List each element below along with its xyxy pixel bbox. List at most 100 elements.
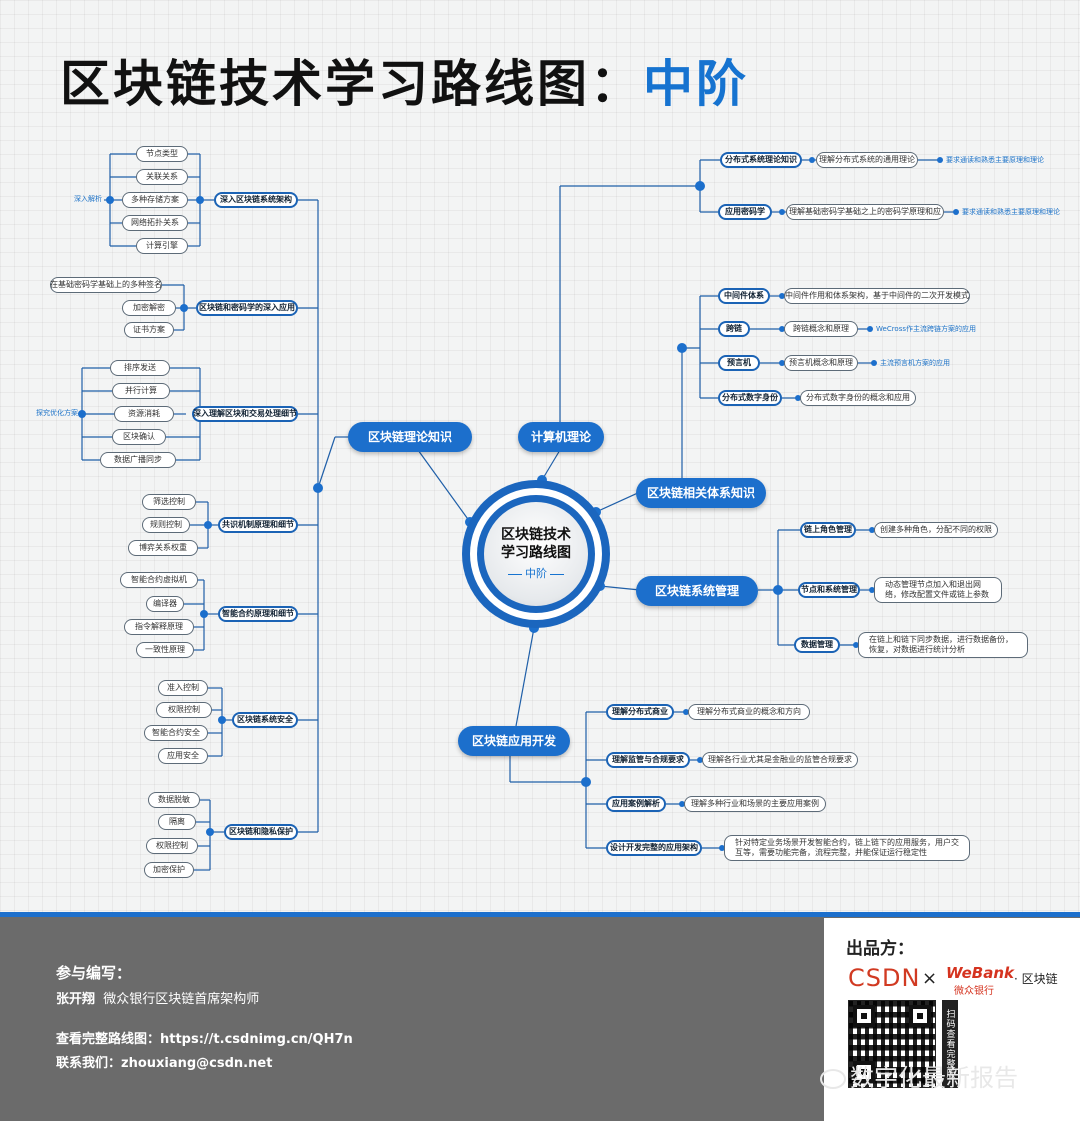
leaf-certificate[interactable]: 证书方案: [124, 322, 174, 338]
sub-node-block-transaction[interactable]: 深入理解区块和交易处理细节: [192, 406, 298, 422]
sub-node-digital-identity[interactable]: 分布式数字身份: [718, 390, 782, 406]
note-cross-chain: WeCross作主流跨链方案的应用: [876, 325, 977, 333]
sub-node-cross-chain[interactable]: 跨链: [718, 321, 750, 337]
sub-node-privacy[interactable]: 区块链和隐私保护: [224, 824, 298, 840]
sub-node-role-management[interactable]: 链上角色管理: [800, 522, 856, 538]
leaf-contract-vm[interactable]: 智能合约虚拟机: [120, 572, 198, 588]
main-node-related-systems[interactable]: 区块链相关体系知识: [636, 478, 766, 508]
leaf-filter-control[interactable]: 筛选控制: [142, 494, 196, 510]
center-ring-inner: 区块链技术 学习路线图 中阶: [477, 495, 595, 613]
center-hub: 区块链技术 学习路线图 中阶: [462, 480, 610, 628]
leaf-applied-crypto[interactable]: 理解基础密码学基础之上的密码学原理和应: [786, 204, 944, 220]
leaf-instruction[interactable]: 指令解释原理: [124, 619, 194, 635]
author-line: 张开翔 微众银行区块链首席架构师: [56, 988, 259, 1007]
leaf-parallel[interactable]: 并行计算: [112, 383, 170, 399]
sub-node-oracle[interactable]: 预言机: [718, 355, 760, 371]
full-map-link[interactable]: 查看完整路线图：https://t.csdnimg.cn/QH7n: [56, 1032, 353, 1047]
leaf-block-confirm[interactable]: 区块确认: [112, 429, 166, 445]
leaf-node-types[interactable]: 节点类型: [136, 146, 188, 162]
csdn-logo: CSDN: [848, 964, 921, 992]
author-title: 微众银行区块链首席架构师: [103, 992, 260, 1007]
sub-node-system-architecture[interactable]: 深入区块链系统架构: [214, 192, 298, 208]
leaf-resource[interactable]: 资源消耗: [114, 406, 174, 422]
leaf-rule-control[interactable]: 规则控制: [142, 517, 190, 533]
webank-logo: WeBank: [946, 964, 1014, 982]
leaf-privacy-permission[interactable]: 权限控制: [146, 838, 198, 854]
footer-accent-line: [0, 912, 1080, 917]
sub-node-full-architecture[interactable]: 设计开发完整的应用架构: [606, 840, 702, 856]
note-applied-crypto: 要求通读和熟悉主要原理和理论: [962, 208, 1060, 216]
sub-node-middleware[interactable]: 中间件体系: [718, 288, 770, 304]
note-distributed-theory: 要求通读和熟悉主要原理和理论: [946, 156, 1044, 164]
leaf-storage[interactable]: 多种存储方案: [122, 192, 188, 208]
qr-code-icon[interactable]: [848, 1000, 936, 1088]
scan-label: 扫码查看完整版: [942, 1000, 958, 1088]
leaf-compiler[interactable]: 编译器: [146, 596, 184, 612]
main-node-app-dev[interactable]: 区块链应用开发: [458, 726, 570, 756]
participants-label: 参与编写：: [56, 964, 132, 982]
leaf-compute-engine[interactable]: 计算引擎: [136, 238, 188, 254]
leaf-distributed-business[interactable]: 理解分布式商业的概念和方向: [688, 704, 810, 720]
sub-node-distributed-theory[interactable]: 分布式系统理论知识: [720, 152, 802, 168]
leaf-encryption[interactable]: 加密解密: [122, 300, 176, 316]
leaf-consistency[interactable]: 一致性原理: [136, 642, 194, 658]
leaf-access-control[interactable]: 准入控制: [158, 680, 208, 696]
note-oracle: 主流预言机方案的应用: [880, 359, 950, 367]
blockchain-label: · 区块链: [1014, 972, 1058, 986]
leaf-isolation[interactable]: 隔离: [158, 814, 196, 830]
title-main: 区块链技术学习路线图：: [60, 55, 643, 113]
watermark: 数字化最新报告: [820, 1058, 1018, 1093]
leaf-distributed-theory[interactable]: 理解分布式系统的通用理论: [816, 152, 918, 168]
producer-panel: 出品方： CSDN × WeBank 微众银行 · 区块链 扫码查看完整版: [824, 918, 1080, 1121]
leaf-oracle[interactable]: 预言机概念和原理: [784, 355, 858, 371]
sub-node-cryptography[interactable]: 区块链和密码学的深入应用: [196, 300, 298, 316]
leaf-compliance[interactable]: 理解各行业尤其是金融业的监管合规要求: [702, 752, 858, 768]
note-deep-analysis: 深入解析: [74, 195, 102, 203]
watermark-text: 数字化最新报告: [850, 1064, 1018, 1092]
main-node-computer-theory[interactable]: 计算机理论: [518, 422, 604, 452]
leaf-contract-security[interactable]: 智能合约安全: [144, 725, 208, 741]
leaf-encryption-protect[interactable]: 加密保护: [144, 862, 194, 878]
leaf-app-security[interactable]: 应用安全: [158, 748, 208, 764]
contact-email[interactable]: 联系我们：zhouxiang@csdn.net: [56, 1056, 273, 1071]
leaf-ordering[interactable]: 排序发送: [110, 360, 170, 376]
leaf-relations[interactable]: 关联关系: [136, 169, 188, 185]
note-optimization: 探究优化方案: [36, 409, 78, 417]
wechat-icon: [820, 1069, 846, 1089]
main-node-system-management[interactable]: 区块链系统管理: [636, 576, 758, 606]
sub-node-smart-contract[interactable]: 智能合约原理和细节: [218, 606, 298, 622]
leaf-desensitization[interactable]: 数据脱敏: [148, 792, 200, 808]
title-accent: 中阶: [643, 55, 749, 113]
main-node-theory[interactable]: 区块链理论知识: [348, 422, 472, 452]
leaf-cross-chain[interactable]: 跨链概念和原理: [784, 321, 858, 337]
leaf-full-architecture[interactable]: 针对特定业务场景开发智能合约，链上链下的应用服务，用户交互等，需要功能完备，流程…: [724, 835, 970, 861]
sub-node-case-analysis[interactable]: 应用案例解析: [606, 796, 666, 812]
center-level: 中阶: [505, 565, 567, 581]
leaf-digital-identity[interactable]: 分布式数字身份的概念和应用: [800, 390, 916, 406]
leaf-broadcast[interactable]: 数据广播同步: [100, 452, 176, 468]
sub-node-security[interactable]: 区块链系统安全: [232, 712, 298, 728]
leaf-role-management[interactable]: 创建多种角色，分配不同的权限: [874, 522, 998, 538]
producer-label: 出品方：: [846, 939, 914, 959]
center-core: 区块链技术 学习路线图 中阶: [484, 502, 588, 606]
sub-node-applied-crypto[interactable]: 应用密码学: [718, 204, 772, 220]
author-name: 张开翔: [56, 992, 96, 1007]
sub-node-node-management[interactable]: 节点和系统管理: [798, 582, 860, 598]
leaf-network-topology[interactable]: 网络拓扑关系: [122, 215, 188, 231]
page-title: 区块链技术学习路线图：中阶: [60, 44, 749, 116]
leaf-data-management[interactable]: 在链上和链下同步数据，进行数据备份，恢复，对数据进行统计分析: [858, 632, 1028, 658]
sub-node-consensus[interactable]: 共识机制原理和细节: [218, 517, 298, 533]
leaf-case-analysis[interactable]: 理解多种行业和场景的主要应用案例: [684, 796, 826, 812]
sub-node-data-management[interactable]: 数据管理: [794, 637, 840, 653]
times-symbol: ×: [922, 968, 938, 989]
center-ring-outer: 区块链技术 学习路线图 中阶: [470, 488, 602, 620]
leaf-multi-signature[interactable]: 在基础密码学基础上的多种签名: [50, 277, 162, 293]
leaf-middleware[interactable]: 中间件作用和体系架构，基于中间件的二次开发模式: [784, 288, 970, 304]
leaf-game-weight[interactable]: 博弈关系权重: [128, 540, 198, 556]
leaf-node-management[interactable]: 动态管理节点加入和退出网络，修改配置文件或链上参数: [874, 577, 1002, 603]
sub-node-compliance[interactable]: 理解监管与合规要求: [606, 752, 690, 768]
center-title-line1: 区块链技术: [501, 527, 571, 543]
leaf-permission-control[interactable]: 权限控制: [156, 702, 212, 718]
sub-node-distributed-business[interactable]: 理解分布式商业: [606, 704, 674, 720]
webank-cn: 微众银行: [954, 986, 994, 997]
